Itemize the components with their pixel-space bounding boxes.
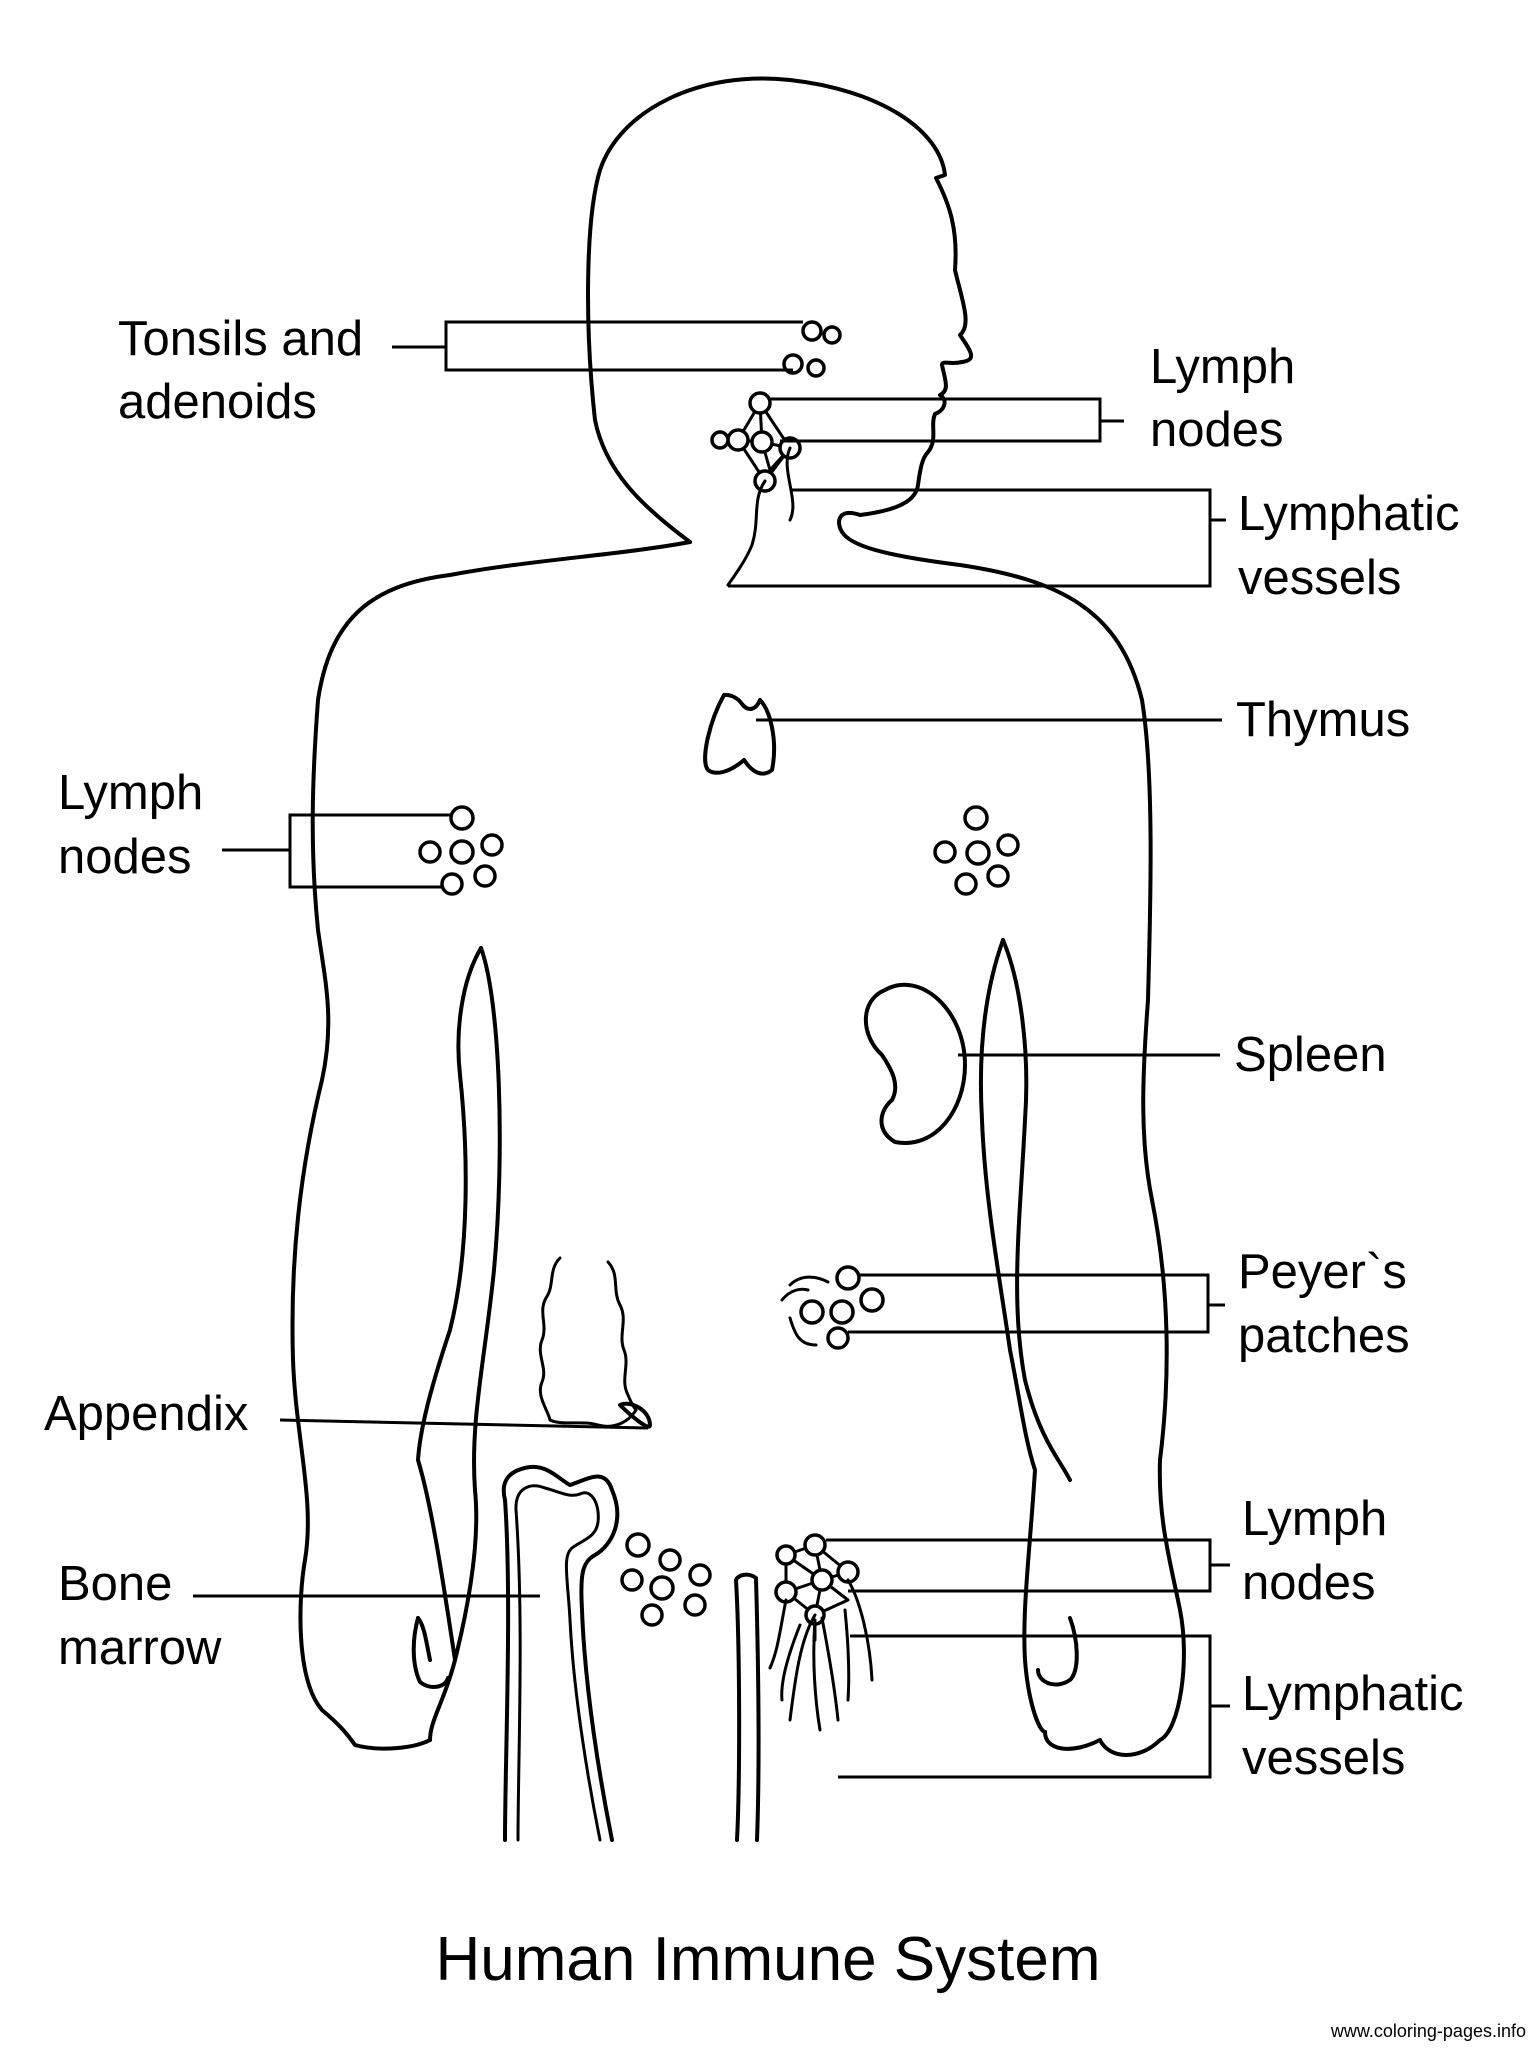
- label-peyers-line1: Peyer`s: [1238, 1245, 1407, 1299]
- neck-lymphatic-vessels: [726, 446, 795, 587]
- groin-lymphatic-vessels: [768, 1578, 874, 1732]
- axillary-lymph-nodes-right: [933, 805, 1020, 896]
- body-outline: [290, 76, 1186, 1842]
- femur-bone-marrow: [501, 1464, 620, 1842]
- label-spleen: Spleen: [1234, 1028, 1387, 1082]
- tonsils-and-adenoids: [782, 320, 842, 378]
- label-peyers-line2: patches: [1238, 1309, 1410, 1363]
- label-neck-nodes-line2: nodes: [1150, 403, 1284, 457]
- label-groin-vessels-line2: vessels: [1242, 1731, 1405, 1785]
- neck-lymph-nodes: [710, 391, 802, 493]
- watermark: www.coloring-pages.info: [1330, 2021, 1526, 2041]
- label-bone-marrow-line1: Bone: [58, 1557, 172, 1611]
- label-arm-nodes-line1: Lymph: [58, 766, 203, 820]
- label-thymus: Thymus: [1236, 693, 1410, 747]
- axillary-lymph-nodes-left: [418, 805, 504, 896]
- label-neck-nodes-line1: Lymph: [1150, 340, 1295, 394]
- label-appendix: Appendix: [44, 1387, 248, 1441]
- label-bone-marrow-line2: marrow: [58, 1621, 222, 1675]
- label-tonsils-line1: Tonsils and: [118, 312, 363, 366]
- peyers-patches: [780, 1265, 885, 1350]
- label-neck-vessels-line2: vessels: [1238, 551, 1401, 605]
- label-groin-vessels-line1: Lymphatic: [1242, 1667, 1464, 1721]
- label-groin-nodes-line2: nodes: [1242, 1556, 1376, 1610]
- diagram-title: Human Immune System: [436, 1925, 1101, 1994]
- label-tonsils-line2: adenoids: [118, 375, 317, 429]
- spleen: [863, 982, 967, 1146]
- label-arm-nodes-line2: nodes: [58, 830, 192, 884]
- thymus: [703, 692, 777, 776]
- pelvic-lymph-nodes: [620, 1532, 712, 1627]
- label-groin-nodes-line1: Lymph: [1242, 1492, 1387, 1546]
- leader-lines: [193, 320, 1230, 1779]
- label-neck-vessels-line1: Lymphatic: [1238, 487, 1460, 541]
- large-intestine-and-appendix: [538, 1256, 652, 1429]
